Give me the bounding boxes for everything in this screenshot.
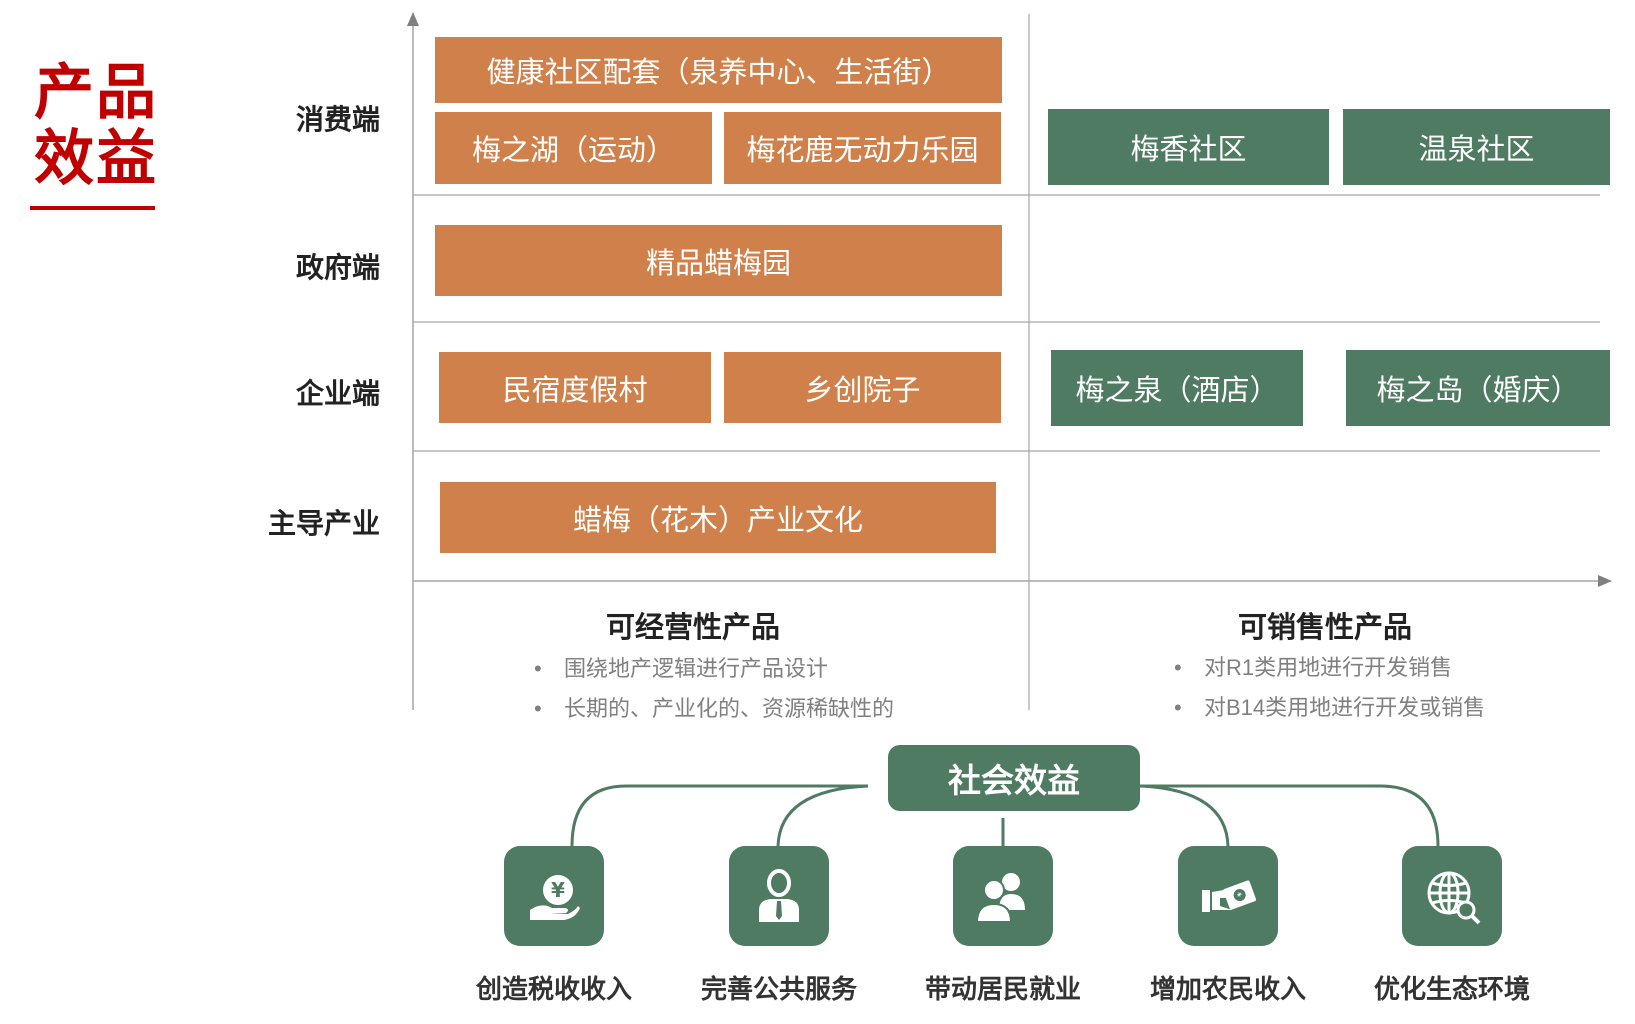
- box-wintersweet-garden: 精品蜡梅园: [435, 225, 1002, 296]
- y-axis-arrow: [407, 12, 419, 26]
- box-hotspring-community: 温泉社区: [1343, 109, 1610, 185]
- icon-box-public-service: [729, 846, 829, 946]
- box-homestay: 民宿度假村: [439, 352, 711, 423]
- saleable-bullet-2: 对B14类用地进行开发或销售: [1174, 688, 1594, 728]
- svg-text:¥: ¥: [551, 878, 565, 902]
- svg-text:*: *: [1236, 891, 1244, 902]
- benefit-label-public-service: 完善公共服务: [700, 974, 857, 1004]
- yen-hand-icon: ¥: [530, 875, 580, 920]
- saleable-bullets: 对R1类用地进行开发销售 对B14类用地进行开发或销售: [1174, 648, 1594, 728]
- connector-farmer-income: [1139, 784, 1230, 847]
- person-tie-icon: [759, 869, 799, 922]
- box-lake: 梅之湖（运动）: [435, 112, 712, 184]
- box-deer-park: 梅花鹿无动力乐园: [724, 112, 1001, 184]
- page-title: 产品 效益: [34, 60, 158, 192]
- box-hotel: 梅之泉（酒店）: [1051, 350, 1303, 426]
- title-line-2: 效益: [34, 125, 158, 192]
- row-label-enterprise: 企业端: [295, 378, 380, 409]
- saleable-bullet-1: 对R1类用地进行开发销售: [1174, 648, 1594, 688]
- benefit-label-tax: 创造税收收入: [475, 974, 632, 1004]
- globe-search-icon: [1427, 871, 1481, 925]
- benefit-label-farmer-income: 增加农民收入: [1149, 974, 1306, 1004]
- icon-box-ecology: [1402, 846, 1502, 946]
- benefit-label-ecology: 优化生态环境: [1373, 974, 1530, 1004]
- benefit-label-employment: 带动居民就业: [924, 974, 1081, 1004]
- hand-money-icon: *: [1202, 880, 1257, 912]
- x-axis-arrow: [1598, 575, 1612, 587]
- box-health-community: 健康社区配套（泉养中心、生活街）: [435, 37, 1002, 103]
- operable-bullet-1: 围绕地产逻辑进行产品设计: [534, 649, 954, 689]
- connector-ecology: [1140, 784, 1440, 847]
- icon-box-farmer-income: *: [1178, 846, 1278, 946]
- connector-tax: [570, 784, 868, 847]
- title-underline: [30, 206, 155, 210]
- operable-bullet-2: 长期的、产业化的、资源稀缺性的: [534, 689, 954, 729]
- operable-bullets: 围绕地产逻辑进行产品设计 长期的、产业化的、资源稀缺性的: [534, 649, 954, 729]
- box-meixiang-community: 梅香社区: [1048, 109, 1329, 185]
- icon-box-employment: [953, 846, 1053, 946]
- column-title-operable: 可经营性产品: [605, 612, 780, 644]
- icon-box-tax: ¥: [504, 846, 604, 946]
- people-icon: [975, 873, 1025, 923]
- box-industry-culture: 蜡梅（花木）产业文化: [440, 482, 996, 553]
- row-label-industry: 主导产业: [267, 508, 380, 539]
- box-wedding-island: 梅之岛（婚庆）: [1346, 350, 1610, 426]
- box-courtyard: 乡创院子: [724, 352, 1001, 423]
- connector-public-service: [776, 784, 869, 847]
- title-line-1: 产品: [34, 59, 158, 126]
- row-label-consumer: 消费端: [295, 104, 380, 135]
- row-label-government: 政府端: [295, 252, 380, 283]
- column-title-saleable: 可销售性产品: [1237, 612, 1412, 644]
- social-benefit-hub: 社会效益: [888, 745, 1140, 811]
